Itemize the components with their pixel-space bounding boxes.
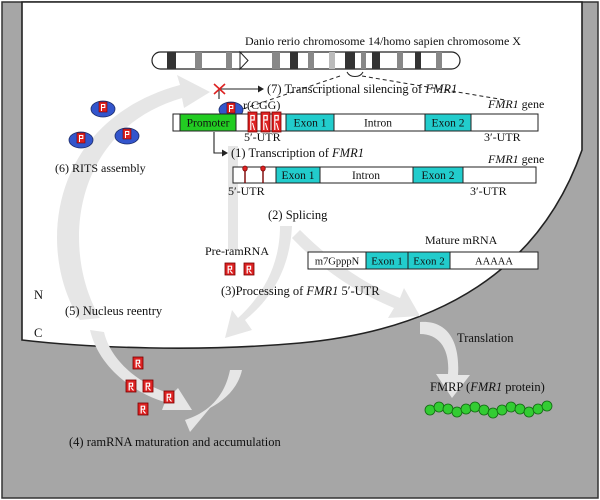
step1-label: (1) Transcription of FMR1 [231, 146, 364, 160]
pre-mrna-intron-label: Intron [352, 170, 380, 182]
dna-exon2-label: Exon 2 [432, 118, 465, 130]
dna-exon1-label: Exon 1 [294, 118, 327, 130]
step3-label: (3)Processing of FMR1 5′-UTR [221, 284, 380, 298]
translation-label: Translation [457, 331, 514, 345]
mature-mrna-title: Mature mRNA [425, 233, 498, 247]
pre-mrna-gene-title: FMR1 gene [487, 152, 544, 166]
silencing-arrow [213, 83, 264, 99]
mature-exon2-label: Exon 2 [413, 256, 444, 268]
dna-utr5-label: 5′-UTR [244, 130, 281, 144]
mature-mrna [307, 251, 539, 270]
fmr1-gene-dna [172, 111, 539, 133]
pre-ramrna-label: Pre-ramRNA [205, 244, 269, 258]
fmr1-pre-mrna [232, 165, 537, 184]
pre-mrna-exon2-label: Exon 2 [422, 170, 455, 182]
pre-mrna-exon1-label: Exon 1 [282, 170, 315, 182]
promoter-label: Promoter [187, 118, 230, 130]
pre-mrna-utr3-label: 3′-UTR [470, 184, 507, 198]
step2-label: (2) Splicing [268, 208, 328, 222]
fmrp-protein-chain [424, 400, 553, 419]
process-arrows [57, 75, 470, 432]
dna-intron-label: Intron [364, 118, 392, 130]
step6-label: (6) RITS assembly [55, 161, 146, 175]
rcgg-label: r(CGG) [243, 98, 280, 112]
mature-cap-label: m7GpppN [315, 257, 360, 268]
transcription-arrow [213, 132, 228, 157]
mature-exon1-label: Exon 1 [371, 256, 402, 268]
step5-label: (5) Nucleus reentry [65, 304, 163, 318]
dna-gene-title: FMR1 gene [487, 97, 544, 111]
step4-label: (4) ramRNA maturation and accumulation [69, 435, 281, 449]
fmrp-label: FMRP (FMR1 protein) [430, 380, 545, 394]
pre-mrna-utr5-label: 5′-UTR [228, 184, 265, 198]
chromosome-label: Danio rerio chromosome 14/homo sapien ch… [245, 34, 521, 48]
chromosome [151, 50, 506, 111]
nucleus-label: N [34, 288, 43, 302]
step7-label: (7) Transcriptional silencing of FMR1 [267, 82, 457, 96]
mature-polya-label: AAAAA [475, 257, 513, 268]
cytoplasm-label: C [34, 326, 42, 340]
dna-utr3-label: 3′-UTR [484, 130, 521, 144]
